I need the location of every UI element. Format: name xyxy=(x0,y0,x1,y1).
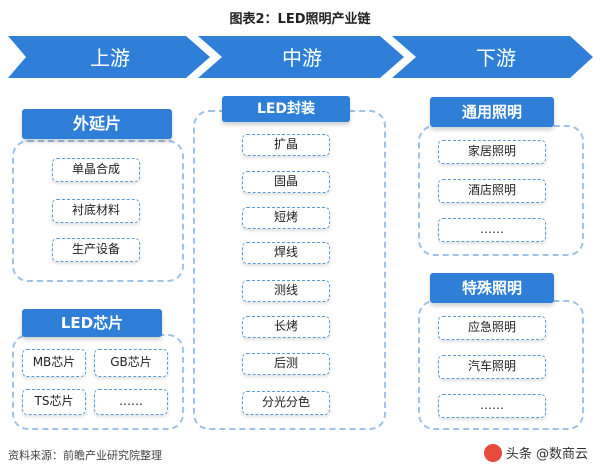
special-lighting-item: 汽车照明 xyxy=(438,355,546,379)
watermark: 头条 @数商云 xyxy=(483,443,588,462)
packaging-step: 扩晶 xyxy=(242,134,330,156)
special-lighting-item: 应急照明 xyxy=(438,316,546,340)
packaging-step: 分光分色 xyxy=(242,391,330,415)
chip-item: GB芯片 xyxy=(94,349,168,377)
packaging-step: 固晶 xyxy=(242,171,330,193)
arrow-downstream xyxy=(392,36,593,78)
general-lighting-header: 通用照明 xyxy=(430,97,554,127)
page-title: 图表2：LED照明产业链 xyxy=(229,12,371,27)
special-lighting-item: …… xyxy=(438,394,546,418)
packaging-step: 长烤 xyxy=(242,316,330,338)
watermark-text: 头条 @数商云 xyxy=(505,447,588,462)
epitaxy-item: 单晶合成 xyxy=(52,158,140,182)
general-lighting-item: …… xyxy=(438,218,546,242)
chip-header: LED芯片 xyxy=(22,309,162,337)
chip-item: MB芯片 xyxy=(22,349,86,377)
source-note: 资料来源：前瞻产业研究院整理 xyxy=(8,449,162,462)
packaging-header: LED封装 xyxy=(222,96,350,122)
packaging-step: 短烤 xyxy=(242,207,330,229)
arrow-upstream xyxy=(8,36,210,78)
stage-upstream-label: 上游 xyxy=(90,46,130,70)
general-lighting-item: 酒店照明 xyxy=(438,179,546,203)
stage-midstream-label: 中游 xyxy=(282,46,322,70)
chip-item: TS芯片 xyxy=(22,389,86,415)
epitaxy-group xyxy=(12,140,184,282)
packaging-step: 测线 xyxy=(242,280,330,302)
arrow-midstream xyxy=(198,36,404,78)
general-lighting-item: 家居照明 xyxy=(438,140,546,164)
stage-arrows xyxy=(8,36,593,78)
packaging-step: 后测 xyxy=(242,353,330,375)
epitaxy-item: 生产设备 xyxy=(52,238,140,262)
packaging-group xyxy=(193,110,386,430)
watermark-logo-icon xyxy=(483,443,502,462)
epitaxy-header: 外延片 xyxy=(22,109,172,139)
stage-downstream-label: 下游 xyxy=(476,46,516,70)
packaging-step: 焊线 xyxy=(242,242,330,264)
special-lighting-header: 特殊照明 xyxy=(430,273,554,303)
chip-item: …… xyxy=(94,389,168,415)
epitaxy-item: 衬底材料 xyxy=(52,199,140,223)
